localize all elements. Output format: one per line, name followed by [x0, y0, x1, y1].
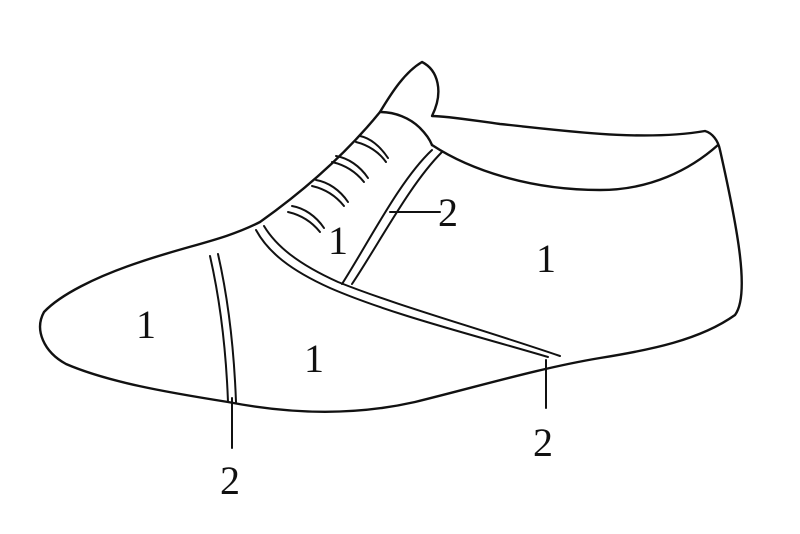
vamp-seam-outer: [255, 229, 549, 358]
label-stitch-upper: 2: [438, 190, 458, 235]
quarter-seam-outer: [341, 149, 433, 285]
collar-inner-line: [430, 143, 720, 192]
toe-seam-inner: [217, 253, 237, 403]
label-vamp: 1: [304, 336, 324, 381]
shoe-outline: [39, 60, 743, 413]
label-stitch-heel: 2: [533, 420, 553, 465]
label-quarter: 1: [536, 236, 556, 281]
label-stitch-toe: 2: [220, 458, 240, 503]
toe-seam-outer: [209, 255, 229, 403]
vamp-seam-inner: [263, 225, 561, 357]
label-tongue: 1: [328, 218, 348, 263]
label-toe-cap: 1: [136, 302, 156, 347]
tongue-edge: [378, 110, 434, 147]
lace-slots: [287, 135, 389, 233]
quarter-seam-inner: [351, 151, 443, 285]
